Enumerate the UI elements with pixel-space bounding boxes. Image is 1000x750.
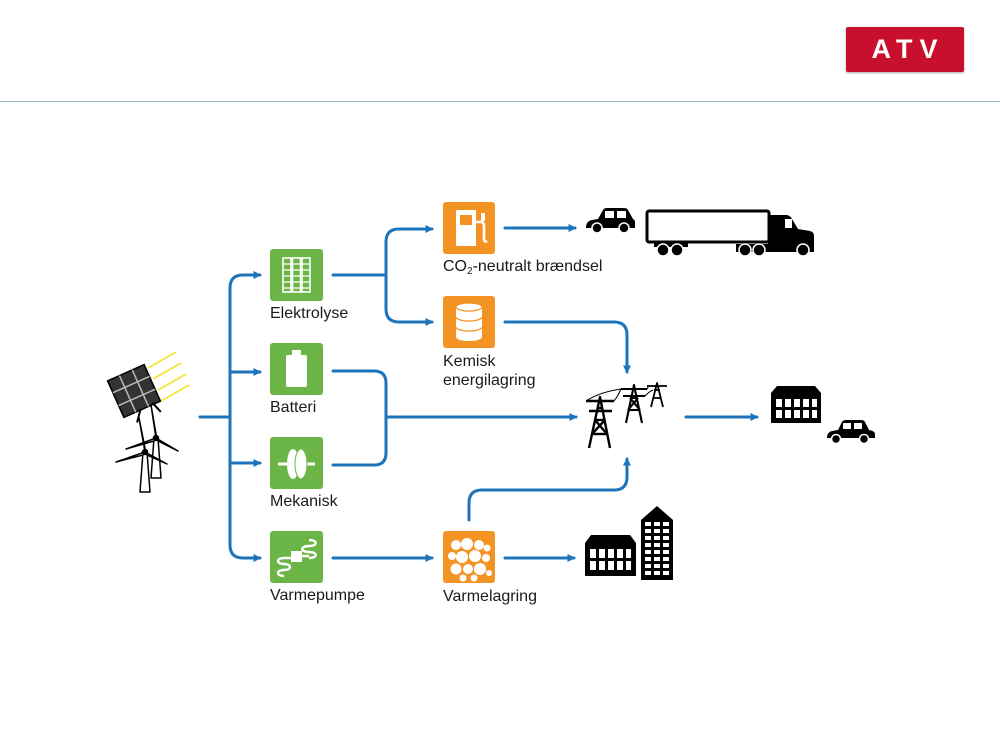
arrow-to-mekanisk: [228, 415, 262, 467]
barrel-icon: [443, 296, 495, 348]
label-varmelagring: Varmelagring: [443, 588, 537, 605]
label-varmepumpe: Varmepumpe: [270, 587, 365, 604]
city-buildings-icon: [585, 506, 673, 580]
battery-icon: [270, 343, 323, 395]
arrow-to-chemical: [384, 273, 434, 326]
heat-pump-icon: [270, 531, 323, 583]
arrow-to-elektrolyse: [228, 271, 262, 419]
label-co2-fuel: CO2-neutralt brændsel: [443, 258, 603, 277]
power-grid-icon: [585, 382, 667, 449]
heat-storage-icon: [443, 531, 495, 583]
label-elektrolyse: Elektrolyse: [270, 305, 349, 322]
arrow-heat-to-grid: [467, 457, 631, 522]
arrow-batteri-out: [331, 369, 388, 467]
electrolysis-icon: [270, 249, 323, 301]
car-icon-small: [827, 420, 875, 445]
label-batteri: Batteri: [270, 399, 317, 416]
fuel-pump-icon: [443, 202, 495, 254]
arrow-to-fuel: [384, 225, 434, 277]
flywheel-icon: [270, 437, 323, 489]
truck-icon: [645, 209, 814, 257]
factory-icon: [771, 386, 821, 423]
label-energilagring: energilagring: [443, 372, 536, 389]
label-kemisk: Kemisk: [443, 353, 496, 370]
arrow-chemical-to-grid: [503, 320, 631, 374]
sun-rays-icon: [147, 351, 190, 402]
solar-panel-icon: [106, 363, 162, 423]
header-divider: [0, 101, 1000, 102]
atv-logo: ATV: [846, 27, 964, 72]
wind-turbine-icon: [115, 404, 179, 493]
arrow-to-varmepumpe: [228, 461, 262, 562]
flow-arrows: [198, 224, 759, 562]
car-icon: [586, 208, 635, 234]
label-mekanisk: Mekanisk: [270, 493, 338, 510]
